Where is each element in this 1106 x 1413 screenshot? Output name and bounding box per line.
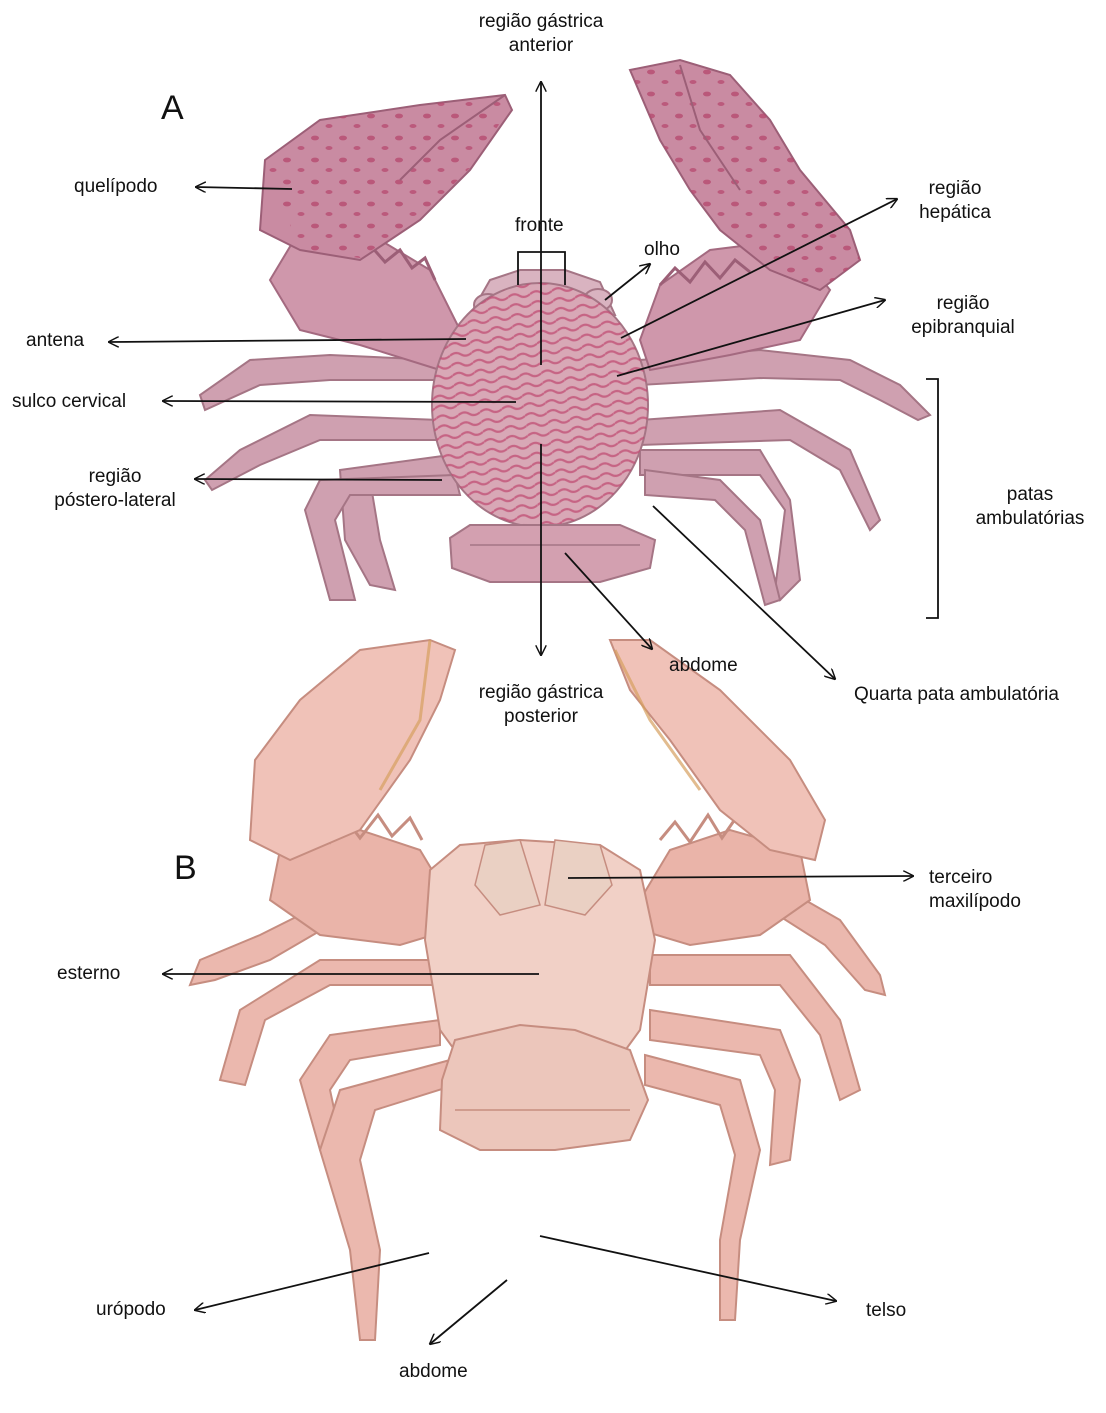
crab-b-ventral [190, 640, 885, 1340]
panel-label-b: B [174, 849, 197, 887]
label-regiao-epibranquial: região epibranquial [893, 292, 1033, 340]
label-esterno: esterno [57, 962, 120, 986]
label-terceiro-maxilipodo: terceiro maxilípodo [929, 866, 1021, 914]
label-quelipodo: quelípodo [74, 175, 157, 199]
label-antena: antena [26, 329, 84, 353]
label-fronte: fronte [515, 214, 564, 238]
label-sulco-cervical: sulco cervical [12, 390, 126, 414]
label-regiao-gastrica-posterior: região gástrica posterior [441, 681, 641, 729]
crab-a-dorsal [200, 60, 930, 605]
label-regiao-hepatica: região hepática [900, 177, 1010, 225]
label-patas-ambulatorias: patas ambulatórias [960, 483, 1100, 531]
label-abdome-a: abdome [669, 654, 738, 678]
label-regiao-postero-lateral: região póstero-lateral [40, 465, 190, 513]
label-abdome-b: abdome [399, 1360, 468, 1384]
label-olho: olho [644, 238, 680, 262]
label-quarta-pata: Quarta pata ambulatória [854, 683, 1059, 707]
label-regiao-gastrica-anterior: região gástrica anterior [441, 10, 641, 58]
label-telso: telso [866, 1299, 906, 1323]
panel-label-a: A [161, 89, 184, 127]
label-uropodo: urópodo [96, 1298, 166, 1322]
